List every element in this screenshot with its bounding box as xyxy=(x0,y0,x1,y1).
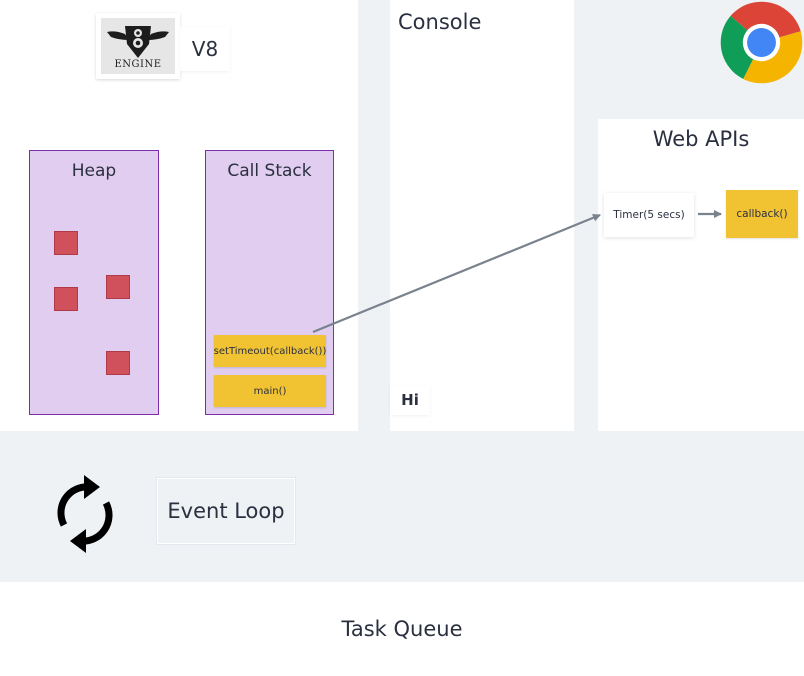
callback-box: callback() xyxy=(726,190,798,238)
heap-object xyxy=(106,351,130,375)
timer-box: Timer(5 secs) xyxy=(604,193,694,237)
call-stack-title: Call Stack xyxy=(227,161,312,181)
heap-box: Heap xyxy=(29,150,159,415)
heap-title: Heap xyxy=(71,161,117,181)
heap-object xyxy=(54,231,78,255)
refresh-cycle-icon xyxy=(57,475,113,553)
v8-engine-logo: ENGINE xyxy=(96,13,180,79)
heap-object xyxy=(106,275,130,299)
console-title: Console xyxy=(398,10,482,34)
stack-frame-settimeout: setTimeout(callback()) xyxy=(214,335,326,367)
heap-object xyxy=(54,287,78,311)
v8-label: V8 xyxy=(180,27,230,71)
engine-logo-word: ENGINE xyxy=(114,59,162,70)
event-loop-label: Event Loop xyxy=(157,478,295,544)
web-apis-panel xyxy=(598,119,804,431)
call-stack-box: Call Stack xyxy=(205,150,334,415)
stack-frame-main: main() xyxy=(214,375,326,407)
v8-wings-icon xyxy=(107,26,169,58)
web-apis-title: Web APIs xyxy=(652,127,750,151)
task-queue-panel xyxy=(0,582,804,676)
event-loop-area xyxy=(0,431,804,582)
console-output-line: Hi xyxy=(390,385,430,415)
chrome-logo-icon xyxy=(720,1,803,84)
task-queue-title: Task Queue xyxy=(341,617,463,641)
console-panel xyxy=(390,0,574,431)
